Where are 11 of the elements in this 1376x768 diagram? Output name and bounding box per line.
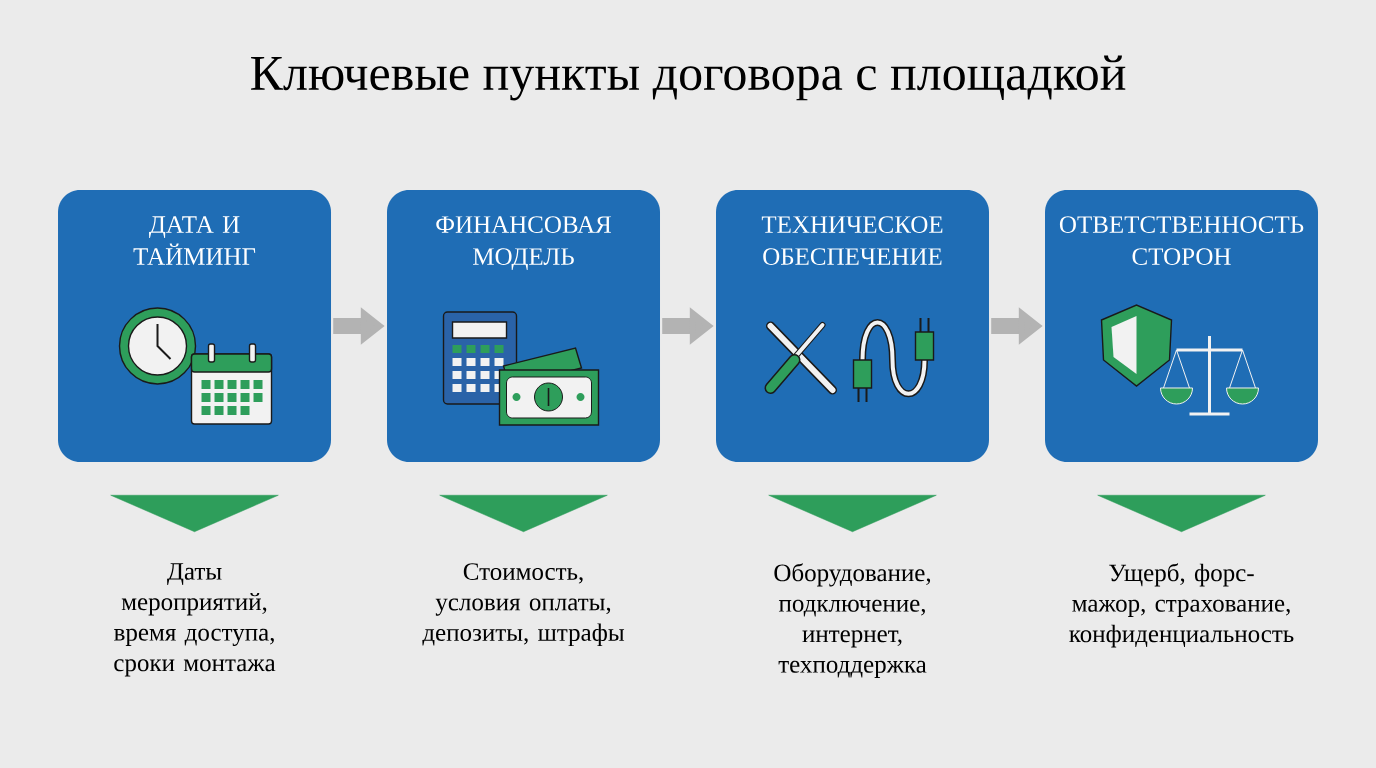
- description-text: Оборудование, подключение, интернет, техподдержка: [774, 563, 931, 678]
- description-text: Даты мероприятий, время доступа, сроки монтажа: [114, 563, 276, 677]
- step-box: ТЕХНИЧЕСКОЕ ОБЕСПЕЧЕНИЕ: [716, 190, 989, 462]
- triangle-arrow: [1097, 494, 1266, 532]
- description-text: Стоимость, условия оплаты, депозиты, штрафы: [422, 563, 625, 647]
- title: Ключевые пункты договора с площадкой: [251, 55, 1126, 101]
- triangle-arrow: [110, 494, 279, 532]
- triangle-arrow: [439, 494, 608, 532]
- triangle-arrow: [768, 494, 937, 532]
- description-text: Ущерб, форс-мажор, страхование, конфиденциальность: [1069, 563, 1294, 648]
- step-box: ОТВЕТСТВЕННОСТЬ СТОРОН: [1045, 190, 1318, 462]
